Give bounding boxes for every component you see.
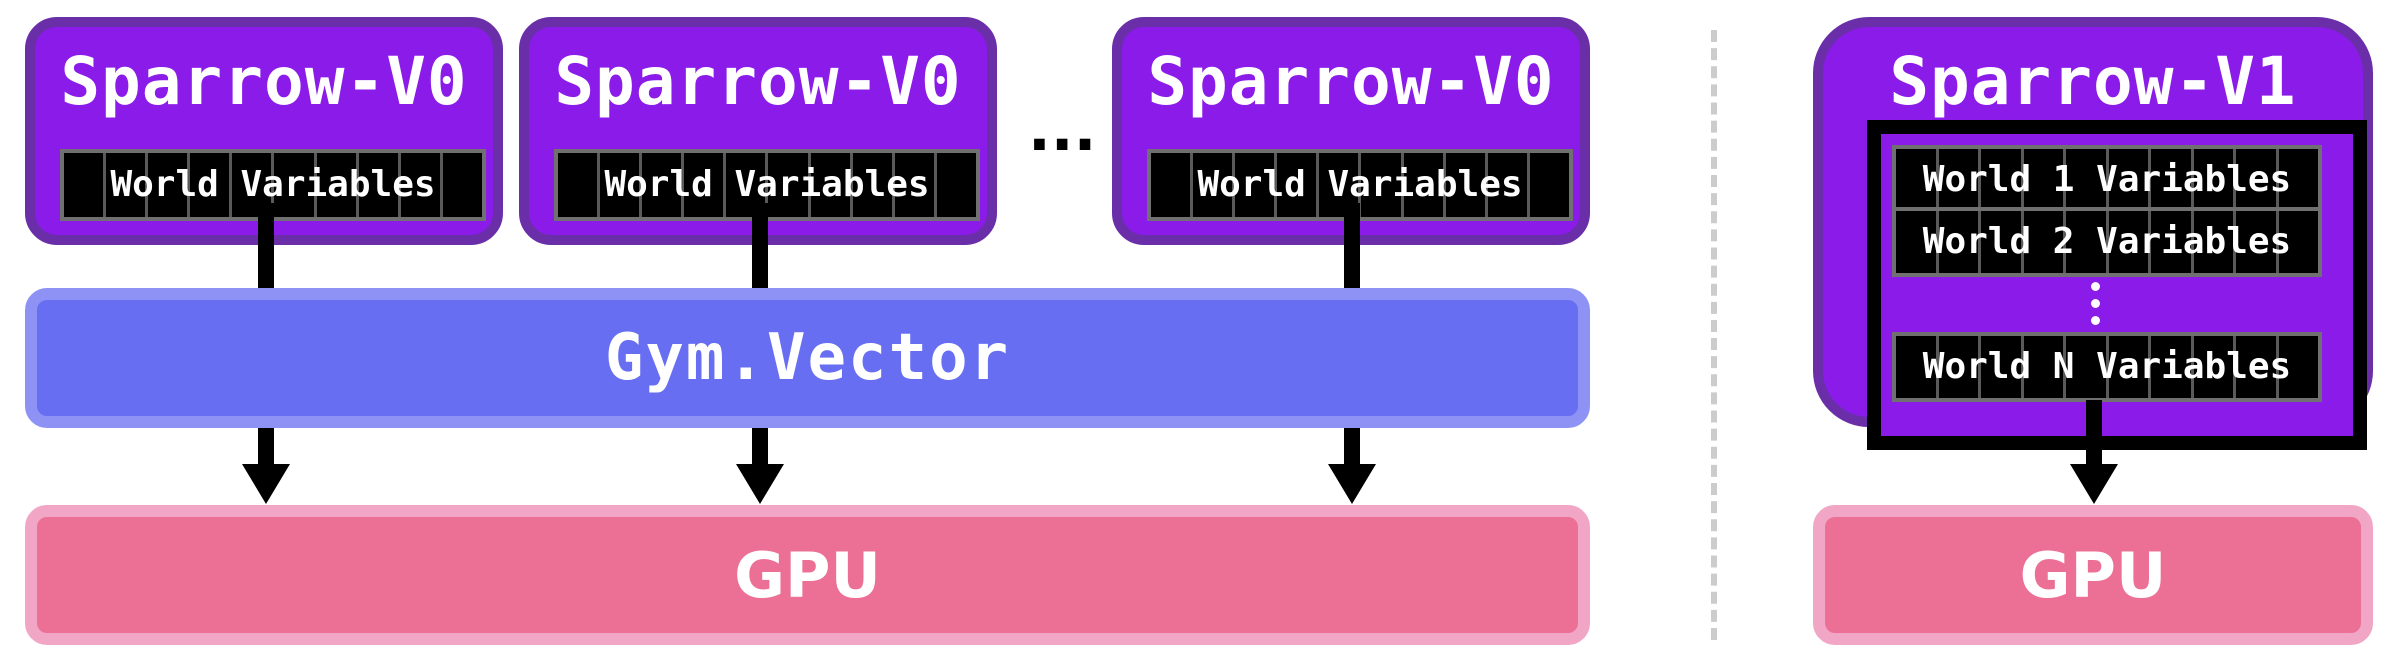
arrow-down-icon-1 — [242, 464, 290, 504]
world-1-variables-bar: World 1 Variables — [1892, 145, 2322, 215]
world-variables-label-2: World Variables — [604, 164, 930, 205]
arrow-3-shaft — [1344, 428, 1360, 466]
gym-vector-label: Gym.Vector — [604, 321, 1011, 395]
connector-1-top — [258, 203, 274, 288]
world-variables-label-3: World Variables — [1197, 164, 1523, 205]
instances-ellipsis: ... — [1028, 95, 1097, 165]
arrow-down-icon-3 — [1328, 464, 1376, 504]
arrow-down-icon-right — [2070, 464, 2118, 504]
arrow-down-icon-2 — [736, 464, 784, 504]
gpu-label-left: GPU — [734, 538, 881, 612]
vertical-ellipsis-icon — [2091, 282, 2100, 325]
world-variables-bar-3: World Variables — [1147, 149, 1573, 221]
sparrow-v1-box: Sparrow-V1 World 1 Variables World 2 Var… — [1813, 17, 2373, 450]
world-n-variables-bar: World N Variables — [1892, 332, 2322, 402]
connector-3-top — [1344, 203, 1360, 288]
arrow-2-shaft — [752, 428, 768, 466]
arrow-right-shaft — [2086, 400, 2102, 464]
world-n-variables-label: World N Variables — [1922, 346, 2292, 387]
sparrow-v1-title: Sparrow-V1 — [1889, 43, 2297, 120]
gym-vector-box: Gym.Vector — [25, 288, 1590, 428]
gpu-box-left: GPU — [25, 505, 1590, 645]
arrow-1-shaft — [258, 428, 274, 466]
gpu-box-right: GPU — [1813, 505, 2373, 645]
section-divider — [1711, 30, 1717, 640]
world-2-variables-label: World 2 Variables — [1922, 221, 2292, 262]
world-1-variables-label: World 1 Variables — [1922, 159, 2292, 200]
world-2-variables-bar: World 2 Variables — [1892, 207, 2322, 277]
sparrow-v0-title-2: Sparrow-V0 — [554, 43, 962, 120]
sparrow-v0-title-3: Sparrow-V0 — [1147, 43, 1555, 120]
world-batch-container: World 1 Variables World 2 Variables Worl… — [1867, 120, 2367, 450]
world-variables-label-1: World Variables — [110, 164, 436, 205]
sparrow-v0-title-1: Sparrow-V0 — [60, 43, 468, 120]
connector-2-top — [752, 203, 768, 288]
gpu-label-right: GPU — [2019, 538, 2167, 612]
